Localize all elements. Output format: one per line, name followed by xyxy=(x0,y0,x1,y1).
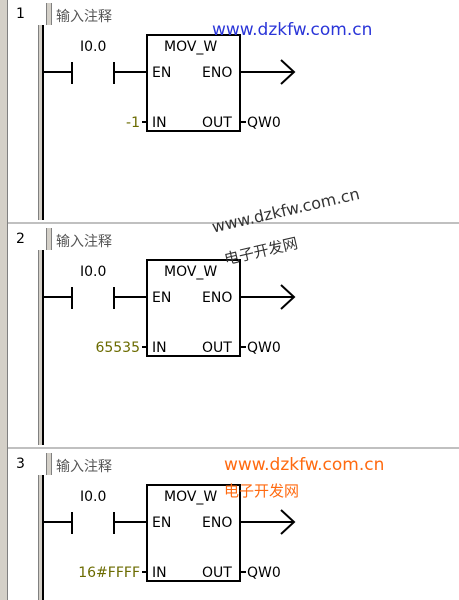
box-title: MOV_W xyxy=(164,264,217,280)
out-operand[interactable]: QW0 xyxy=(247,115,281,131)
pin-en-label: EN xyxy=(152,65,171,81)
network-3-rung: I0.0 MOV_W EN ENO IN OUT 16#FFFF QW0 xyxy=(44,484,296,582)
network-divider xyxy=(8,222,459,224)
mov-w-box xyxy=(146,259,241,357)
network-3-header[interactable]: 3 输入注释 xyxy=(8,453,459,475)
network-gutter xyxy=(46,228,52,250)
network-comment[interactable]: 输入注释 xyxy=(56,459,112,475)
out-operand[interactable]: QW0 xyxy=(247,565,281,581)
network-number: 2 xyxy=(16,231,25,247)
contact-operand[interactable]: I0.0 xyxy=(80,489,106,505)
pin-in-label: IN xyxy=(152,115,167,131)
box-title: MOV_W xyxy=(164,489,217,505)
network-1-rung: I0.0 MOV_W EN ENO IN OUT -1 QW0 xyxy=(44,34,296,132)
mov-w-box xyxy=(146,34,241,132)
network-number: 3 xyxy=(16,456,25,472)
contact-operand[interactable]: I0.0 xyxy=(80,39,106,55)
coil-arrow xyxy=(280,284,296,310)
network-divider xyxy=(8,447,459,449)
in-operand[interactable]: 16#FFFF xyxy=(78,565,140,581)
pin-en-label: EN xyxy=(152,515,171,531)
pin-eno-label: ENO xyxy=(202,515,232,531)
coil-arrow xyxy=(280,59,296,85)
in-operand[interactable]: 65535 xyxy=(95,340,140,356)
watermark-cn-orange: 电子开发网 xyxy=(224,482,300,500)
left-margin-shade xyxy=(7,0,8,600)
pin-eno-label: ENO xyxy=(202,290,232,306)
network-comment[interactable]: 输入注释 xyxy=(56,234,112,250)
box-title: MOV_W xyxy=(164,39,217,55)
network-2-header[interactable]: 2 输入注释 xyxy=(8,228,459,250)
pin-en-label: EN xyxy=(152,290,171,306)
in-operand[interactable]: -1 xyxy=(126,115,140,131)
network-gutter xyxy=(46,453,52,475)
network-2-rung: I0.0 MOV_W EN ENO IN OUT 65535 QW0 xyxy=(44,259,296,357)
watermark-url: www.dzkfw.com.cn xyxy=(212,20,373,40)
pin-out-label: OUT xyxy=(202,565,232,581)
pin-out-label: OUT xyxy=(202,340,232,356)
pin-in-label: IN xyxy=(152,565,167,581)
mov-w-box xyxy=(146,484,241,582)
network-number: 1 xyxy=(16,6,25,22)
contact-operand[interactable]: I0.0 xyxy=(80,264,106,280)
out-operand[interactable]: QW0 xyxy=(247,340,281,356)
network-3-power-rail xyxy=(42,475,44,600)
network-2-power-rail xyxy=(42,250,44,445)
pin-eno-label: ENO xyxy=(202,65,232,81)
network-1-header[interactable]: 1 输入注释 xyxy=(8,3,459,25)
left-margin-bar xyxy=(0,0,7,600)
network-comment[interactable]: 输入注释 xyxy=(56,9,112,25)
network-1-power-rail xyxy=(42,25,44,220)
coil-arrow xyxy=(280,509,296,535)
watermark-url-orange: www.dzkfw.com.cn xyxy=(224,455,385,475)
pin-in-label: IN xyxy=(152,340,167,356)
pin-out-label: OUT xyxy=(202,115,232,131)
network-gutter xyxy=(46,3,52,25)
